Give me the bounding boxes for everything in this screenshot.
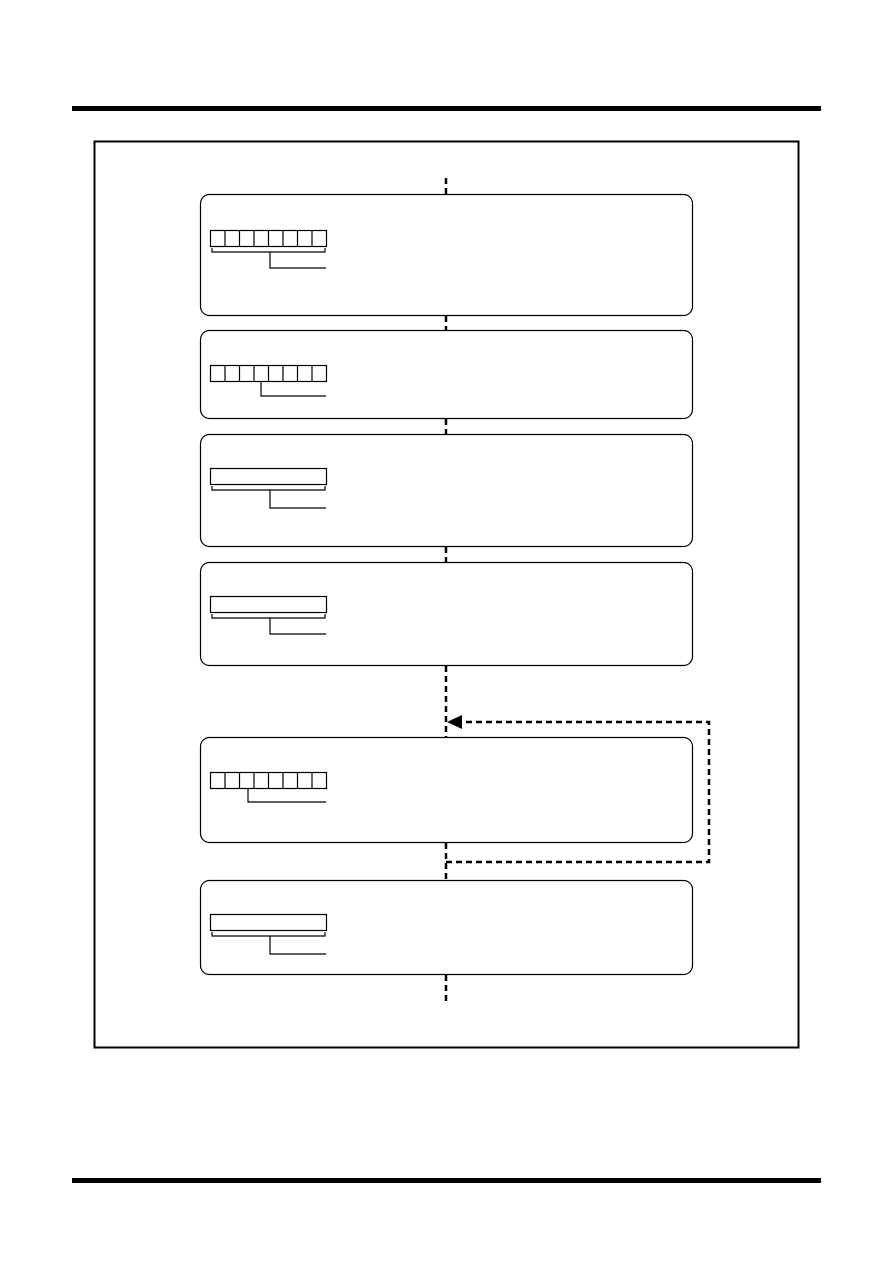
register-leader-3 <box>269 490 326 509</box>
register-brace-6 <box>211 932 326 937</box>
register-bitfield-5 <box>209 771 328 803</box>
register-leader-5 <box>247 788 326 803</box>
register-leader-2 <box>260 381 326 397</box>
process-block-5 <box>199 736 694 844</box>
register-word-4 <box>209 595 328 635</box>
loop-back-path <box>446 720 711 864</box>
register-brace-1 <box>211 248 326 253</box>
register-leader-1 <box>269 252 326 269</box>
register-leader-6 <box>269 936 326 955</box>
register-word-3 <box>209 467 328 509</box>
process-block-4 <box>199 561 694 667</box>
diagram-frame <box>93 140 800 1049</box>
register-word-6 <box>209 913 328 955</box>
process-block-6 <box>199 879 694 976</box>
header-rule <box>72 106 821 111</box>
register-leader-4 <box>269 618 326 635</box>
register-bitfield-1 <box>209 229 328 269</box>
loop-arrow-head <box>447 715 462 729</box>
register-brace-4 <box>211 614 326 619</box>
process-block-1 <box>199 193 694 317</box>
footer-rule <box>72 1178 821 1183</box>
register-brace-3 <box>211 486 326 491</box>
register-bitfield-2 <box>209 364 328 397</box>
process-block-2 <box>199 329 694 420</box>
process-block-3 <box>199 433 694 548</box>
